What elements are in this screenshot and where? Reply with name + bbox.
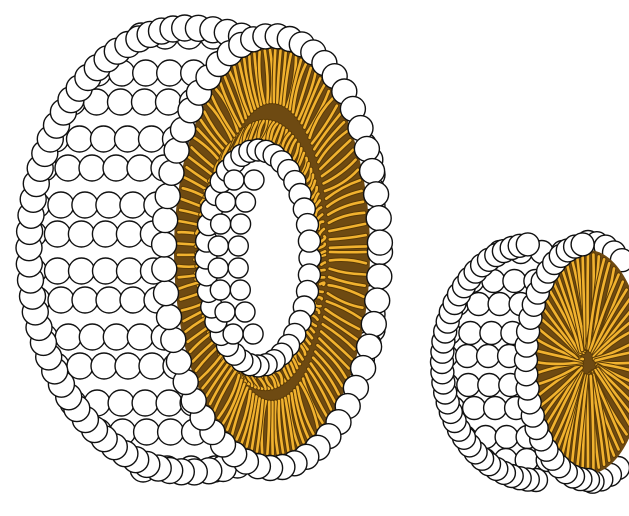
lipid-head bbox=[488, 293, 511, 316]
lipid-tail bbox=[330, 246, 366, 247]
lipid-head bbox=[68, 221, 94, 247]
lipid-head bbox=[134, 419, 160, 445]
lipid-head bbox=[72, 287, 98, 313]
lipid-head bbox=[367, 264, 392, 289]
lipid-head bbox=[215, 302, 235, 322]
lipid-head bbox=[216, 192, 236, 212]
lipid-head bbox=[91, 126, 117, 152]
lipid-head bbox=[236, 192, 256, 212]
lipid-head bbox=[223, 324, 243, 344]
lipid-head bbox=[571, 233, 594, 256]
lipid-head bbox=[156, 390, 182, 416]
liposome bbox=[16, 15, 393, 485]
lipid-head bbox=[115, 353, 141, 379]
lipid-tail bbox=[583, 255, 586, 349]
lipid-head bbox=[108, 89, 134, 115]
lipid-head bbox=[133, 60, 159, 86]
lipid-head bbox=[79, 324, 105, 350]
lipid-head bbox=[153, 208, 178, 233]
lipid-head bbox=[159, 160, 184, 185]
lipid-head bbox=[478, 374, 501, 397]
lipid-head bbox=[96, 287, 122, 313]
lipid-head bbox=[127, 324, 153, 350]
lipid-head bbox=[354, 136, 379, 161]
lipid-head bbox=[208, 258, 228, 278]
lipid-head bbox=[157, 305, 182, 330]
lipid-head bbox=[127, 155, 153, 181]
lipid-head bbox=[158, 419, 184, 445]
lipid-head bbox=[152, 256, 177, 281]
lipid-head bbox=[48, 192, 74, 218]
lipid-head bbox=[55, 155, 81, 181]
lipid-head bbox=[161, 327, 186, 352]
lipid-head bbox=[69, 258, 95, 284]
lipid-tail bbox=[536, 362, 581, 364]
lipid-head bbox=[157, 60, 183, 86]
lipid-tail bbox=[274, 50, 275, 102]
lipid-head bbox=[230, 280, 250, 300]
lipid-head bbox=[152, 232, 177, 257]
lipid-tail bbox=[321, 263, 325, 265]
lipid-head bbox=[244, 170, 264, 190]
lipid-tail bbox=[320, 283, 324, 285]
micelle bbox=[431, 231, 629, 494]
lipid-head bbox=[154, 281, 179, 306]
lipid-head bbox=[495, 426, 518, 449]
lipid-tail bbox=[267, 402, 269, 454]
lipid-head bbox=[117, 258, 143, 284]
lipid-head bbox=[208, 236, 228, 256]
lipid-head bbox=[503, 270, 526, 293]
lipid-head bbox=[120, 287, 146, 313]
lipid-head bbox=[166, 349, 191, 374]
lipid-head bbox=[477, 345, 500, 368]
lipid-head bbox=[457, 374, 480, 397]
lipid-head bbox=[91, 353, 117, 379]
lipid-tail bbox=[320, 270, 325, 271]
lipid-head bbox=[44, 221, 70, 247]
lipid-head bbox=[516, 233, 539, 256]
lipid-head bbox=[132, 89, 158, 115]
lipid-head bbox=[79, 155, 105, 181]
lipid-head bbox=[211, 214, 231, 234]
lipid-head bbox=[360, 159, 385, 184]
lipid-tail bbox=[591, 376, 594, 470]
lipid-head bbox=[93, 258, 119, 284]
lipid-head bbox=[361, 312, 386, 337]
lipid-head bbox=[231, 214, 251, 234]
lipid-head bbox=[132, 390, 158, 416]
lipid-head bbox=[115, 126, 141, 152]
lipid-head bbox=[55, 324, 81, 350]
lipid-head bbox=[210, 280, 230, 300]
lipid-head bbox=[224, 170, 244, 190]
lipid-head bbox=[72, 192, 98, 218]
lipid-head bbox=[365, 288, 390, 313]
lipid-head bbox=[456, 345, 479, 368]
lipid-head bbox=[480, 322, 503, 345]
lipid-head bbox=[155, 184, 180, 209]
lipid-head bbox=[45, 258, 71, 284]
lipid-head bbox=[228, 236, 248, 256]
lipid-head bbox=[108, 390, 134, 416]
lipid-head bbox=[364, 182, 389, 207]
lipid-head bbox=[243, 324, 263, 344]
lipid-head bbox=[139, 126, 165, 152]
lipid-head bbox=[366, 206, 391, 231]
lipid-head bbox=[367, 230, 392, 255]
lipid-head bbox=[103, 155, 129, 181]
lipid-head bbox=[228, 258, 248, 278]
lipid-head bbox=[235, 302, 255, 322]
lipid-head bbox=[92, 221, 118, 247]
lipid-head bbox=[116, 221, 142, 247]
lipid-head bbox=[139, 353, 165, 379]
lipid-head bbox=[459, 322, 482, 345]
lipid-head bbox=[103, 324, 129, 350]
lipid-head bbox=[120, 192, 146, 218]
lipid-head bbox=[48, 287, 74, 313]
lipid-head bbox=[484, 397, 507, 420]
lipid-head bbox=[96, 192, 122, 218]
lipid-head bbox=[67, 126, 93, 152]
lipid-head bbox=[463, 397, 486, 420]
lipid-head bbox=[298, 230, 320, 252]
